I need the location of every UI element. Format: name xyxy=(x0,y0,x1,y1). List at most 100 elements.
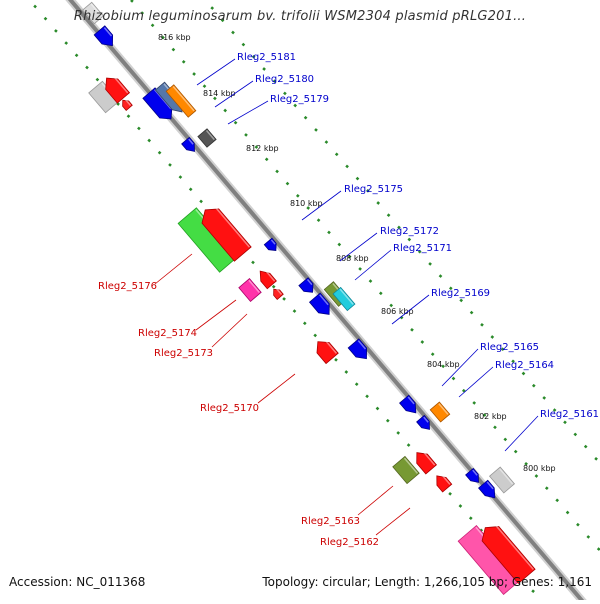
gene-feature[interactable] xyxy=(197,203,252,262)
tick-dot xyxy=(254,145,259,149)
tick-dot xyxy=(199,199,203,204)
tick-dot xyxy=(137,126,141,131)
gene-highlight xyxy=(263,268,276,282)
tick-dot xyxy=(233,120,238,125)
gene-feature[interactable] xyxy=(412,448,438,475)
gene-highlight xyxy=(205,130,215,141)
tick-dot xyxy=(534,474,539,478)
kbp-label: 800 kbp xyxy=(523,464,556,473)
tick-dot xyxy=(161,35,165,40)
gene-label-forward[interactable]: Rleg2_5161 xyxy=(540,409,599,420)
gene-feature[interactable] xyxy=(197,128,217,148)
kbp-labels: 816 kbp 814 kbp 812 kbp 810 kbp 808 kbp … xyxy=(158,33,556,473)
gene-label-reverse[interactable]: Rleg2_5170 xyxy=(200,403,259,414)
tick-dot xyxy=(295,193,300,198)
tick-dot xyxy=(244,133,248,137)
tick-dot xyxy=(327,230,331,235)
tick-dot xyxy=(192,72,196,76)
tick-dot xyxy=(33,4,37,9)
tick-dot xyxy=(344,370,349,374)
tick-dot xyxy=(417,249,422,254)
tick-dot xyxy=(482,413,487,417)
gene-highlight xyxy=(339,288,354,305)
gene-feature[interactable] xyxy=(271,287,284,300)
tick-dot xyxy=(316,218,321,223)
gene-feature[interactable] xyxy=(93,25,118,50)
gene-feature[interactable] xyxy=(392,455,420,485)
gene-feature[interactable] xyxy=(82,1,104,25)
tick-dot xyxy=(283,91,287,96)
tick-dot xyxy=(376,201,381,205)
gene-feature[interactable] xyxy=(263,237,279,254)
tick-dot xyxy=(438,274,443,278)
tick-dot xyxy=(458,504,463,508)
tick-dot xyxy=(576,522,580,527)
tick-dot xyxy=(448,286,453,291)
kbp-label: 808 kbp xyxy=(336,254,369,263)
tick-dot xyxy=(459,298,464,303)
tick-dot xyxy=(389,303,394,308)
tick-dot xyxy=(126,114,131,119)
tick-dot xyxy=(490,335,495,339)
gene-highlight xyxy=(154,89,172,110)
gene-label-forward[interactable]: Rleg2_5165 xyxy=(480,342,539,353)
tick-dot xyxy=(64,41,69,45)
forward-gene-labels: Rleg2_5181 Rleg2_5180 Rleg2_5179 Rleg2_5… xyxy=(196,52,599,452)
gene-highlight xyxy=(319,294,329,306)
gene-feature[interactable] xyxy=(488,466,516,494)
tick-dot xyxy=(396,431,401,435)
gene-feature[interactable] xyxy=(308,292,335,319)
gene-feature[interactable] xyxy=(238,278,262,302)
topology-text: Topology: circular; Length: 1,266,105 bp… xyxy=(262,575,592,589)
gene-feature[interactable] xyxy=(100,73,131,104)
tick-dot xyxy=(430,352,435,357)
gene-label-forward[interactable]: Rleg2_5180 xyxy=(255,74,314,85)
tick-dot xyxy=(448,491,452,496)
tick-dot xyxy=(324,140,329,144)
gene-feature[interactable] xyxy=(256,267,277,290)
gene-feature[interactable] xyxy=(312,336,339,365)
tick-dot xyxy=(85,65,89,70)
gene-label-reverse[interactable]: Rleg2_5163 xyxy=(301,516,360,527)
gene-label-forward[interactable]: Rleg2_5172 xyxy=(380,226,439,237)
tick-dot xyxy=(334,152,339,157)
gene-feature[interactable] xyxy=(465,467,483,485)
gene-feature[interactable] xyxy=(416,414,434,432)
gene-feature[interactable] xyxy=(432,472,453,493)
gene-feature[interactable] xyxy=(429,401,451,423)
gene-label-forward[interactable]: Rleg2_5164 xyxy=(495,360,554,371)
gene-feature[interactable] xyxy=(477,521,536,585)
gene-feature[interactable] xyxy=(332,286,356,312)
gene-highlight xyxy=(248,279,260,294)
gene-feature[interactable] xyxy=(165,84,197,118)
tick-dot xyxy=(469,310,474,315)
gene-feature[interactable] xyxy=(478,479,500,501)
gene-highlight xyxy=(111,74,129,94)
gene-feature[interactable] xyxy=(181,136,199,154)
gene-shapes xyxy=(82,1,536,595)
gene-highlight xyxy=(499,468,514,485)
gene-feature[interactable] xyxy=(120,98,133,111)
tick-dot xyxy=(282,297,286,301)
tick-dot xyxy=(275,169,279,174)
gene-feature[interactable] xyxy=(298,277,317,296)
gene-label-reverse[interactable]: Rleg2_5162 xyxy=(320,537,379,548)
kbp-label: 812 kbp xyxy=(246,144,279,153)
gene-label-forward[interactable]: Rleg2_5171 xyxy=(393,243,452,254)
gene-feature[interactable] xyxy=(347,338,372,363)
tick-dot xyxy=(365,394,369,399)
tick-dot xyxy=(480,322,484,327)
tick-dot xyxy=(375,406,380,411)
gene-label-forward[interactable]: Rleg2_5181 xyxy=(237,52,296,63)
gene-label-forward[interactable]: Rleg2_5169 xyxy=(431,288,490,299)
tick-dot xyxy=(358,267,362,271)
gene-label-forward[interactable]: Rleg2_5175 xyxy=(344,184,403,195)
gene-label-reverse[interactable]: Rleg2_5174 xyxy=(138,328,197,339)
gene-label-reverse[interactable]: Rleg2_5173 xyxy=(154,348,213,359)
tick-dot xyxy=(399,315,404,320)
gene-feature[interactable] xyxy=(399,394,421,416)
gene-label-reverse[interactable]: Rleg2_5176 xyxy=(98,281,157,292)
gene-highlight xyxy=(270,239,276,245)
gene-highlight xyxy=(472,469,478,476)
gene-label-forward[interactable]: Rleg2_5179 xyxy=(270,94,329,105)
